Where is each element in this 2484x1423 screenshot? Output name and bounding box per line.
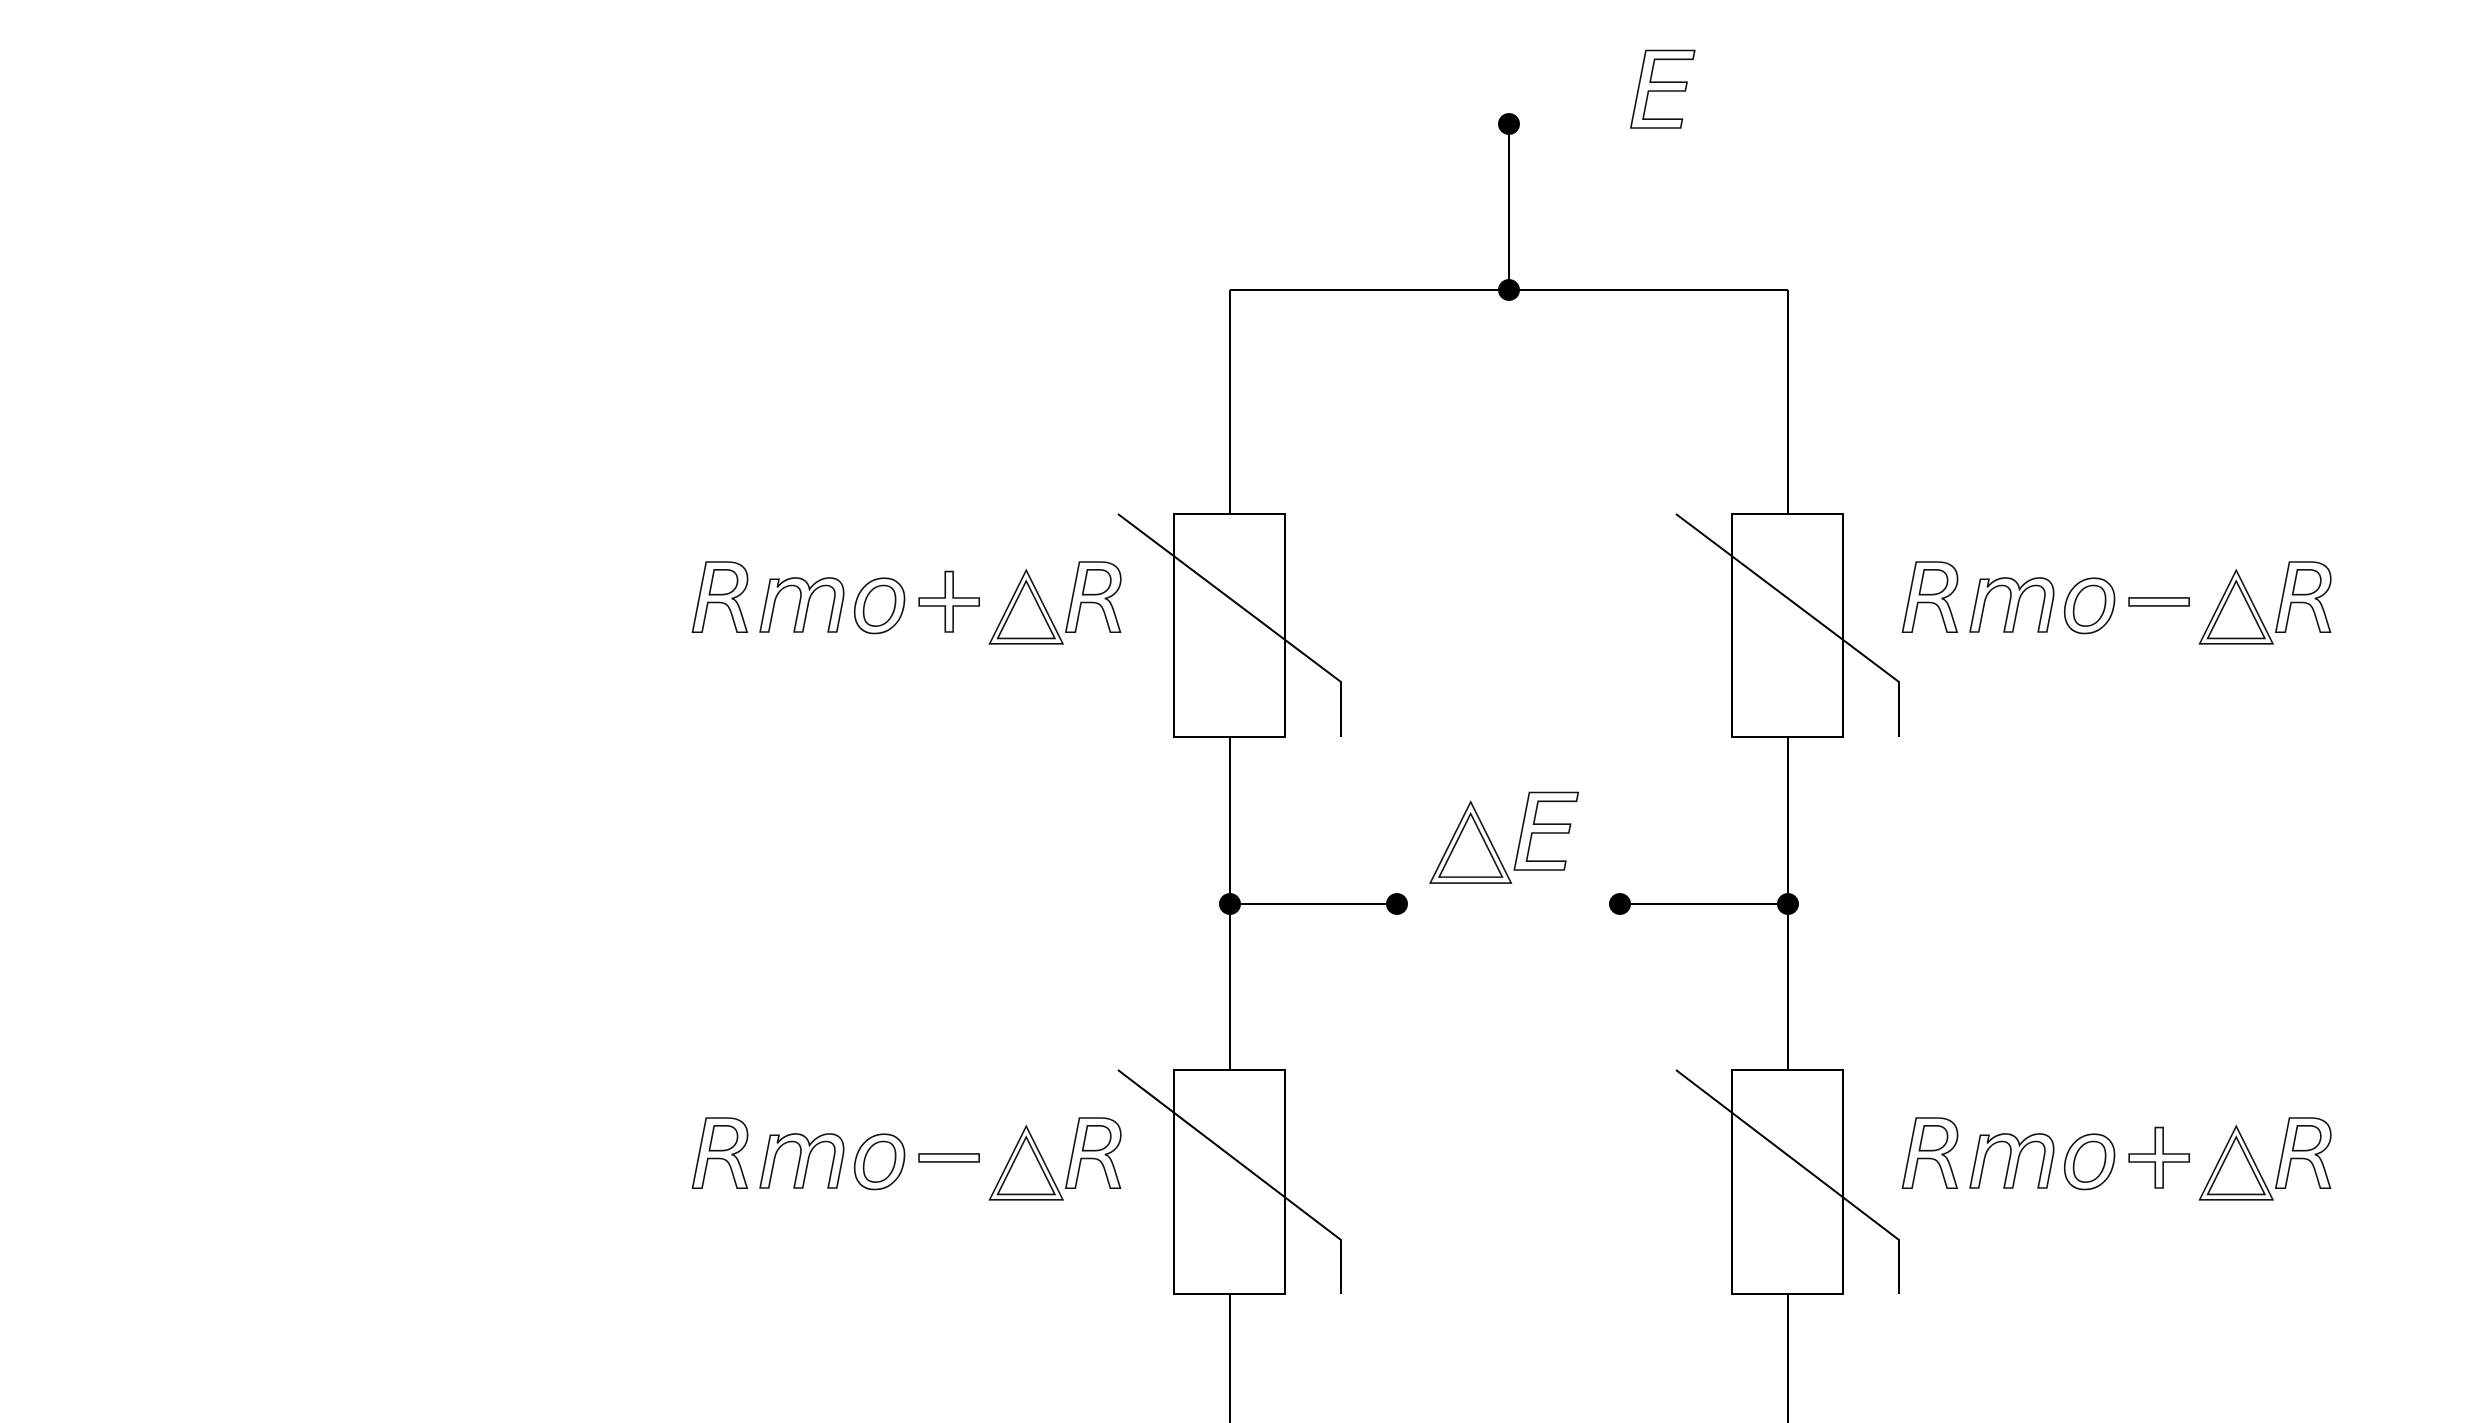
resistor-bottom-left [1117,1069,1342,1295]
variable-resistance-arrow-icon [1675,1069,1900,1294]
variable-resistance-arrow-icon [1117,1069,1342,1294]
output-terminal-right-dot [1609,893,1631,915]
resistor-top-right-body [1731,513,1844,738]
supply-terminal-dot [1498,113,1520,135]
resistor-bottom-left-body [1173,1069,1286,1295]
top-junction-dot [1498,279,1520,301]
resistor-top-left-label: Rmo+△R [690,543,1130,655]
variable-resistance-arrow-icon [1117,513,1342,737]
resistor-bottom-right-body [1731,1069,1844,1295]
resistor-bottom-right-label: Rmo+△R [1900,1099,2340,1211]
resistor-bottom-left-label: Rmo−△R [690,1099,1130,1211]
output-terminal-left-dot [1386,893,1408,915]
output-voltage-label: △E [1430,772,1579,895]
variable-resistance-arrow-icon [1675,513,1900,737]
left-mid-junction-dot [1219,893,1241,915]
resistor-top-left [1117,513,1342,738]
resistor-top-left-body [1173,513,1286,738]
right-mid-junction-dot [1777,893,1799,915]
supply-voltage-label: E [1628,30,1695,153]
resistor-top-right [1675,513,1900,738]
resistor-bottom-right [1675,1069,1900,1295]
resistor-top-right-label: Rmo−△R [1900,543,2340,655]
